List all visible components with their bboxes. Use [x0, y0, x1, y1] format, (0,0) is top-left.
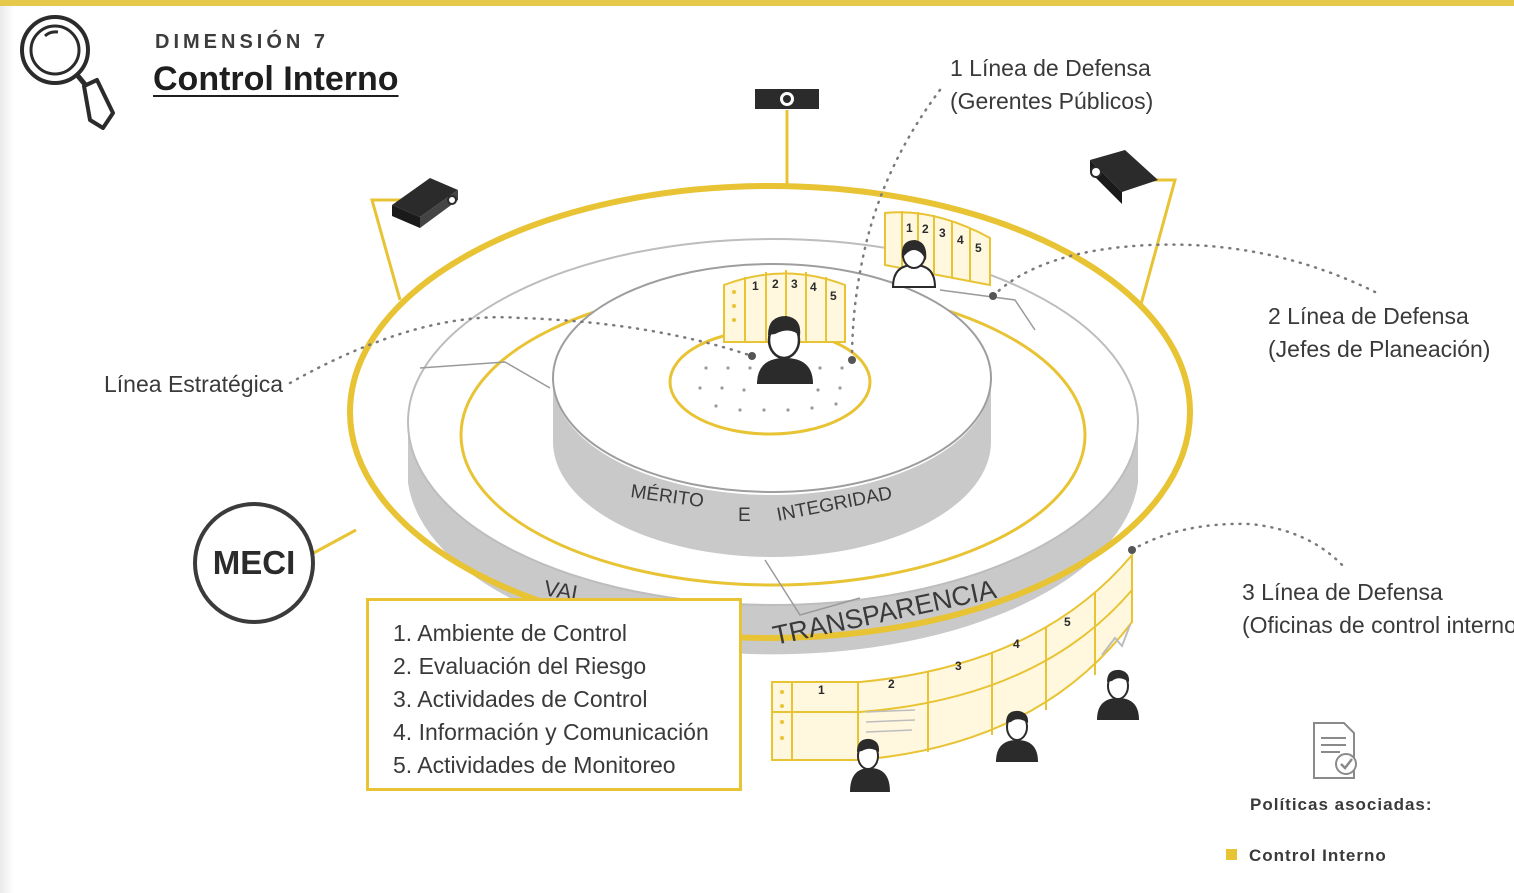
policies-title: Políticas asociadas:: [1250, 795, 1433, 814]
first-line-title: 1 Línea de Defensa: [950, 55, 1151, 81]
panel-number: 5: [830, 289, 837, 303]
person-icon: [757, 316, 813, 384]
left-edge-shade: [0, 6, 14, 893]
center-panel-fence: 1 2 3 4 5: [723, 270, 846, 343]
outer-ring-side: [408, 425, 1138, 655]
panel-number: 1: [818, 683, 825, 697]
magnifier-icon: [20, 15, 115, 130]
panel-number: 2: [772, 277, 779, 291]
panel-number: 3: [791, 277, 798, 291]
third-line-panel-fence: 1 2 3 4 5: [771, 552, 1133, 761]
component-item: 4. Información y Comunicación: [393, 719, 709, 745]
dimension-label: DIMENSIÓN 7: [155, 31, 330, 53]
meci-badge: MECI: [193, 502, 315, 624]
person-icon: [996, 710, 1038, 762]
second-line-title: 2 Línea de Defensa: [1268, 303, 1469, 329]
third-line-of-defense: 3 Línea de Defensa (Oficinas de control …: [1242, 576, 1514, 642]
panel-number: 1: [752, 279, 759, 293]
panel-number: 5: [1064, 615, 1071, 629]
policy-bullet: [1226, 849, 1237, 860]
ring-connectors: [419, 289, 1036, 616]
policy-item: Control Interno: [1226, 846, 1387, 866]
leader-endpoints: [748, 292, 1136, 554]
second-line-subtitle: (Jefes de Planeación): [1268, 336, 1491, 362]
panel-number: 4: [957, 233, 964, 247]
person-icon: [1097, 669, 1139, 720]
first-line-of-defense: 1 Línea de Defensa (Gerentes Públicos): [950, 52, 1153, 118]
third-line-subtitle: (Oficinas de control interno): [1242, 612, 1514, 638]
panel-number: 4: [1013, 637, 1020, 651]
components-list: 1. Ambiente de Control 2. Evaluación del…: [393, 617, 739, 782]
panel-number: 4: [810, 280, 817, 294]
camera-supports: [307, 110, 1177, 558]
panel-number: 1: [906, 221, 913, 235]
outer-gold-ring: [347, 183, 1193, 641]
third-line-title: 3 Línea de Defensa: [1242, 579, 1443, 605]
strategic-line-label: Línea Estratégica: [104, 371, 284, 397]
second-line-of-defense: 2 Línea de Defensa (Jefes de Planeación): [1268, 300, 1490, 366]
panel-number: 5: [975, 241, 982, 255]
leader-lines: [288, 88, 1377, 570]
components-box: 1. Ambiente de Control 2. Evaluación del…: [366, 598, 742, 791]
inner-ring-side: [553, 380, 991, 557]
component-item: 2. Evaluación del Riesgo: [393, 653, 647, 679]
camera-icon: [1090, 150, 1158, 204]
component-item: 1. Ambiente de Control: [393, 620, 627, 646]
first-line-subtitle: (Gerentes Públicos): [950, 88, 1154, 114]
top-accent-line: [0, 0, 1514, 6]
page-title: Control Interno: [153, 60, 399, 98]
center-dot-grid: [698, 366, 844, 412]
label-e: E: [738, 505, 751, 526]
panel-number: 2: [888, 677, 895, 691]
policy-item-label: Control Interno: [1249, 846, 1387, 865]
panel-number: 2: [922, 222, 929, 236]
panel-number: 3: [939, 226, 946, 240]
component-item: 5. Actividades de Monitoreo: [393, 752, 676, 778]
person-icon: [850, 738, 890, 792]
person-icon: [891, 240, 937, 288]
document-check-icon: [1313, 722, 1357, 779]
camera-icon: [755, 89, 819, 109]
meci-label: MECI: [212, 544, 296, 581]
panel-number: 3: [955, 659, 962, 673]
camera-icon: [392, 178, 458, 228]
component-item: 3. Actividades de Control: [393, 686, 648, 712]
